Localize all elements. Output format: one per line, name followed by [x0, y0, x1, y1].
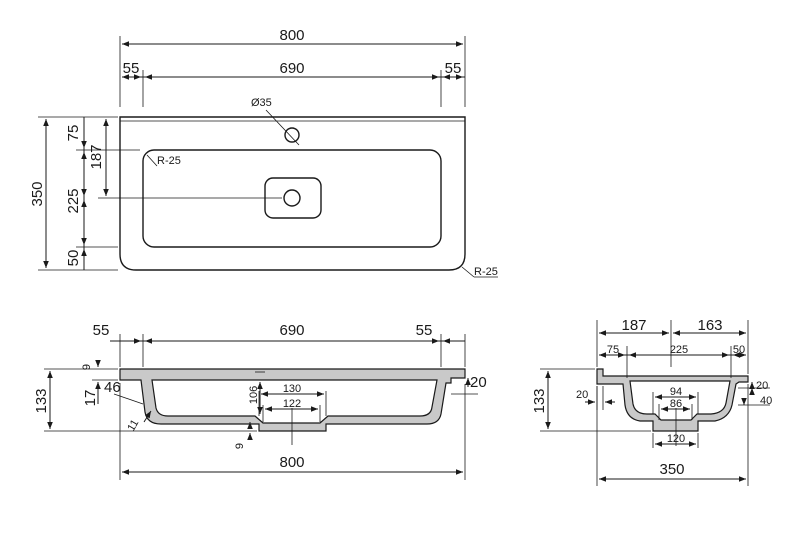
front-side-left: 55: [93, 322, 110, 339]
side-back-75: 75: [607, 344, 619, 356]
outer-radius-label: R-25: [474, 266, 498, 278]
top-inner-690: 690: [279, 60, 304, 77]
side-section: 187 163 75 225 50 133 20 20 40 94: [531, 317, 772, 486]
front-inner-690: 690: [279, 322, 304, 339]
front-wall-11: 11: [125, 418, 141, 434]
inner-radius-label: R-25: [157, 155, 181, 167]
front-offset-17: 17: [82, 390, 99, 407]
side-lip-20: 20: [756, 380, 768, 392]
side-front-163: 163: [697, 317, 722, 334]
side-back-187: 187: [621, 317, 646, 334]
side-bowl-225: 225: [670, 344, 688, 356]
front-side-right: 55: [416, 322, 433, 339]
side-drain-94: 94: [670, 386, 682, 398]
front-rim-9: 9: [81, 364, 93, 370]
front-drain-130: 130: [283, 383, 301, 395]
front-drain-122: 122: [283, 398, 301, 410]
front-section: 55 690 55 133 9 17 46 11 20 106 130 1: [33, 322, 487, 480]
tap-hole-label: Ø35: [251, 97, 272, 109]
side-front-50: 50: [733, 344, 745, 356]
front-angle-46: 46: [104, 379, 121, 396]
front-height-133: 133: [33, 388, 50, 413]
top-side-left: 55: [123, 60, 140, 77]
side-drain-86: 86: [670, 398, 682, 410]
front-lip-20: 20: [470, 374, 487, 391]
top-drain-187: 187: [88, 144, 105, 169]
tap-hole: [284, 127, 300, 143]
top-depth-350: 350: [29, 181, 46, 206]
top-back-75: 75: [65, 125, 82, 142]
side-depth-350: 350: [659, 461, 684, 478]
top-bowl-225: 225: [65, 188, 82, 213]
top-side-right: 55: [445, 60, 462, 77]
top-front-50: 50: [65, 250, 82, 267]
front-depth-106: 106: [248, 386, 260, 404]
top-view-outline: [119, 116, 466, 271]
top-view: Ø35 R-25 R-25 800 55 690 55 350 75: [29, 27, 498, 278]
top-width-800: 800: [279, 27, 304, 44]
side-lip-40: 40: [760, 395, 772, 407]
side-drain-120: 120: [667, 433, 685, 445]
side-back-wall-20: 20: [576, 389, 588, 401]
side-section-body: [596, 368, 749, 432]
drain-hole: [283, 189, 301, 207]
front-bottom-9: 9: [234, 443, 246, 449]
front-width-800: 800: [279, 454, 304, 471]
side-height-133: 133: [531, 388, 548, 413]
top-view-bowl: [142, 149, 442, 248]
